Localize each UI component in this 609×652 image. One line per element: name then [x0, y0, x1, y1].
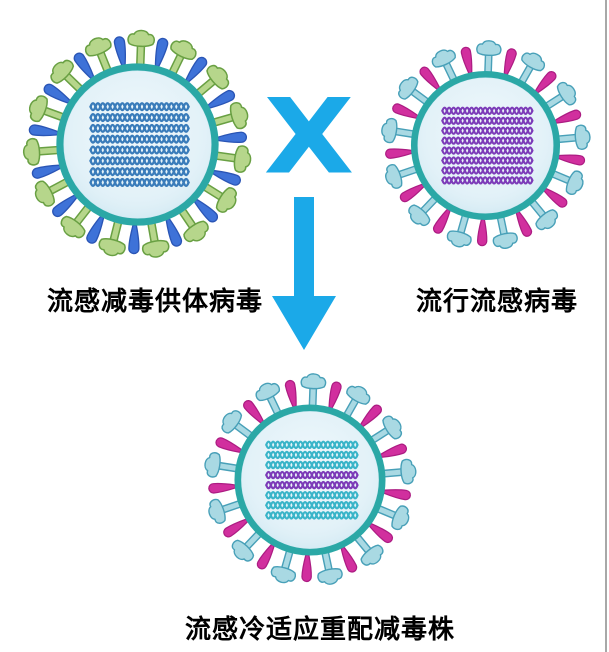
epidemic-virus-illustration	[373, 33, 598, 258]
reassortant-virus-label: 流感冷适应重配减毒株	[184, 615, 455, 645]
epidemic-virus-label: 流行流感病毒	[415, 287, 578, 317]
donor-virus-illustration	[15, 22, 260, 267]
donor-virus-label: 流感减毒供体病毒	[46, 287, 263, 317]
down-arrow-icon	[260, 190, 350, 355]
right-edge-divider	[605, 0, 607, 652]
reassortant-virus-illustration	[196, 366, 424, 594]
cross-symbol: X	[263, 77, 355, 198]
